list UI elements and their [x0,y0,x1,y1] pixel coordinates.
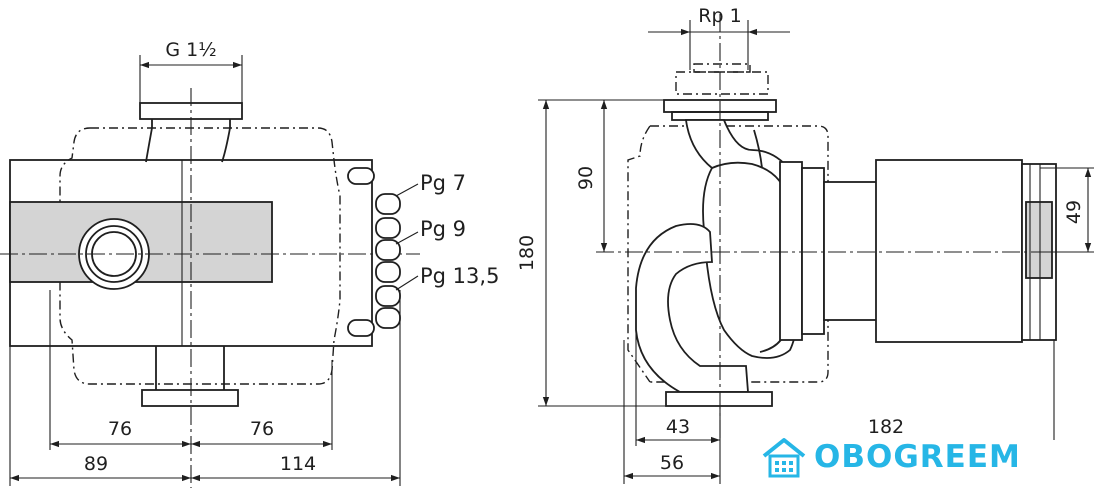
label-pg7: Pg 7 [420,171,466,195]
side-motor-shaft [823,181,879,321]
dim-56: 56 [660,452,684,474]
side-volute [684,119,801,359]
side-rp-fitting-dashed [675,71,769,95]
label-pg135: Pg 13,5 [420,264,499,288]
front-bottom-neck [155,346,225,390]
cable-glands [347,167,401,337]
house-icon [762,438,806,478]
side-dimensions [538,20,1094,484]
dim-182: 182 [868,416,904,438]
dim-90: 90 [575,166,597,190]
dim-49: 49 [1063,200,1085,224]
front-top-neck [145,119,231,163]
dim-thread-left: G 1½ [165,39,216,61]
side-motor-body [875,159,1023,343]
watermark-text: OBOGREEM [814,439,1021,475]
dim-89: 89 [84,453,108,475]
side-housing-outline [627,125,829,383]
side-inlet-elbow [635,223,749,393]
watermark-logo: OBOGREEM [760,436,1021,478]
dim-180: 180 [516,235,538,271]
dim-76-left: 76 [108,418,132,440]
side-view [596,14,1090,440]
label-pg9: Pg 9 [420,217,466,241]
front-dimensions [9,55,401,486]
front-view [0,88,420,488]
dim-114: 114 [280,453,316,475]
front-housing-outline [59,127,341,385]
dim-43: 43 [666,416,690,438]
front-bottom-flange [141,389,239,407]
front-port-ring [85,225,143,283]
side-bottom-flange [665,391,773,407]
dim-76-right: 76 [250,418,274,440]
dim-thread-right: Rp 1 [698,5,741,27]
